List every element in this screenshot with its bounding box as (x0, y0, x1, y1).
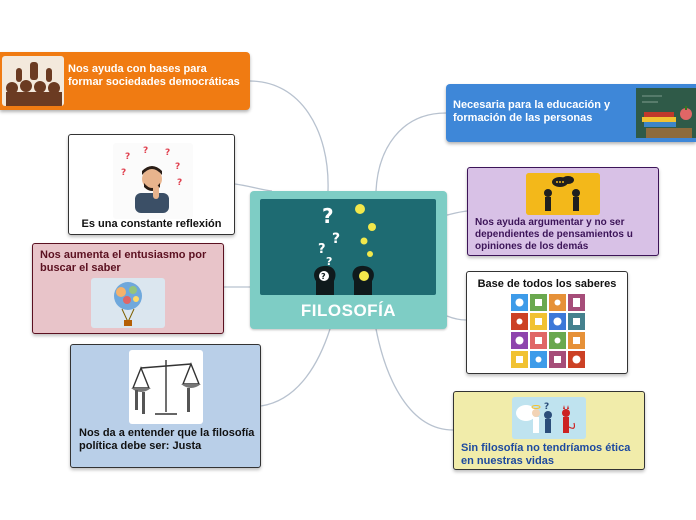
topic-educacion-label: Necesaria para la educación y formación … (453, 99, 611, 124)
thinking-man-icon: ??? ??? (113, 143, 193, 219)
topic-etica-label: Sin filosofía no tendríamos ética en nue… (461, 442, 631, 467)
connector-educacion (375, 112, 447, 192)
svg-text:?: ? (332, 231, 340, 247)
topic-reflexion[interactable]: ??? ??? Es una constante reflexión (68, 134, 235, 235)
topic-democracias-label: Nos ayuda con bases para formar sociedad… (68, 63, 240, 88)
ideas-balloon-icon (91, 278, 165, 328)
topic-etica[interactable]: ? Sin filosofía no tendríamos ética en n… (453, 391, 645, 470)
topic-educacion[interactable]: Necesaria para la educación y formación … (446, 84, 696, 142)
connector-saberes (446, 315, 467, 321)
connector-argumentar (446, 210, 468, 216)
central-title: FILOSOFÍA (300, 301, 397, 320)
topic-argumentar-label: Nos ayuda argumentar y no ser dependient… (475, 217, 633, 252)
svg-text:?: ? (177, 178, 182, 188)
topic-argumentar[interactable]: Nos ayuda argumentar y no ser dependient… (467, 167, 659, 256)
protest-crowd-icon (2, 56, 64, 106)
subjects-grid-icon (510, 293, 586, 369)
svg-text:?: ? (143, 146, 148, 156)
svg-text:?: ? (165, 148, 170, 158)
debate-people-icon (526, 173, 600, 215)
connector-democracias (249, 80, 329, 192)
svg-text:?: ? (175, 162, 180, 172)
angel-devil-icon: ? (512, 397, 586, 439)
svg-text:?: ? (322, 204, 334, 228)
connector-etica (375, 328, 454, 431)
topic-reflexion-label: Es una constante reflexión (81, 218, 222, 230)
connector-reflexion (234, 183, 273, 192)
svg-text:?: ? (125, 152, 130, 162)
justice-scale-icon (129, 350, 203, 424)
connector-justa (260, 328, 331, 407)
topic-entusiasmo[interactable]: Nos aumenta el entusiasmo por buscar el … (32, 243, 224, 334)
topic-entusiasmo-label: Nos aumenta el entusiasmo por buscar el … (40, 249, 207, 274)
svg-text:?: ? (326, 255, 332, 268)
heads-question-ideas-icon: ? ? ? ? ? (260, 199, 436, 295)
topic-saberes-label: Base de todos los saberes (477, 278, 617, 290)
svg-text:?: ? (321, 272, 326, 281)
central-topic[interactable]: ? ? ? ? ? FILOSOFÍA (250, 191, 447, 329)
topic-saberes[interactable]: Base de todos los saberes (466, 271, 628, 374)
topic-justa[interactable]: Nos da a entender que la filosofía polít… (70, 344, 261, 468)
svg-text:?: ? (318, 242, 326, 257)
books-chalkboard-icon (636, 88, 696, 138)
topic-democracias[interactable]: Nos ayuda con bases para formar sociedad… (0, 52, 250, 110)
svg-text:?: ? (544, 402, 549, 412)
topic-justa-label: Nos da a entender que la filosofía polít… (79, 427, 255, 452)
svg-text:?: ? (121, 168, 126, 178)
